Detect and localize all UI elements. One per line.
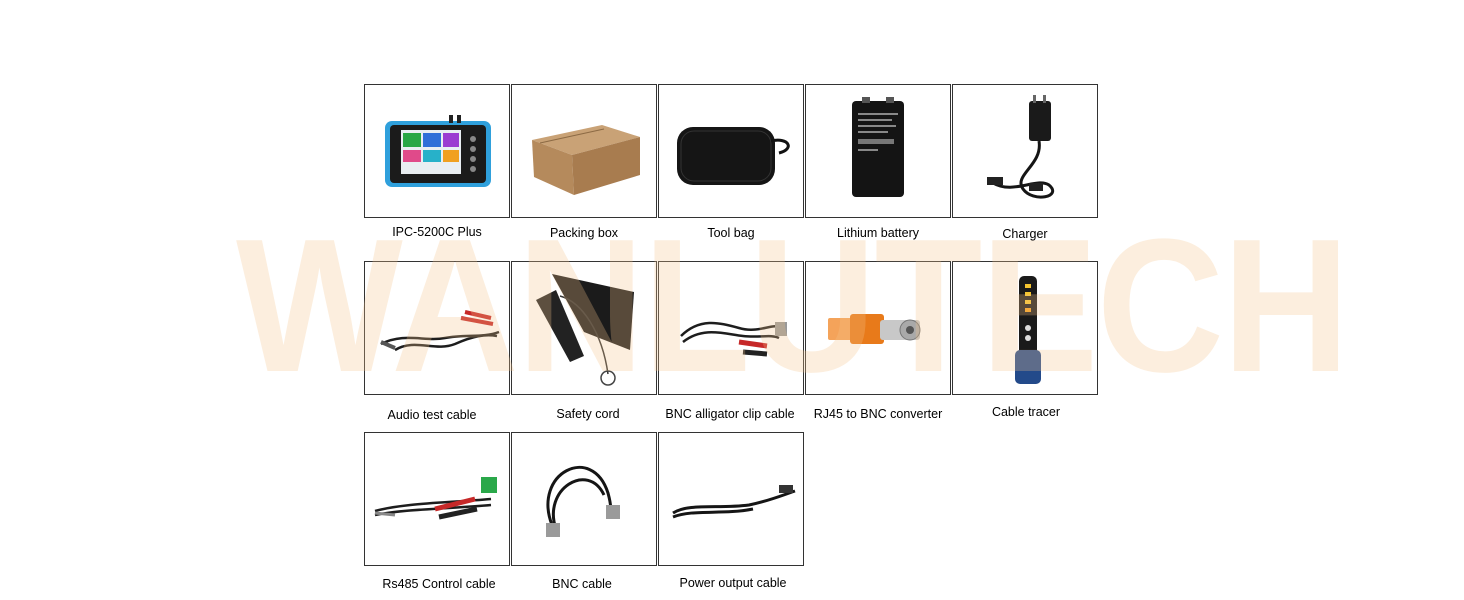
rj45-bnc-converter-icon (828, 314, 921, 344)
cable-tracer-icon (1015, 276, 1041, 384)
lithium-battery-cell[interactable] (805, 84, 951, 218)
power-output-cable-cell[interactable] (658, 432, 804, 566)
audio-test-cable-cell[interactable] (364, 261, 510, 395)
rs485-cable-icon (374, 477, 497, 520)
charger-icon (987, 95, 1055, 199)
item-label: Tool bag (707, 226, 755, 240)
rj45-bnc-cell[interactable] (805, 261, 951, 395)
battery-icon (852, 97, 904, 197)
item-label: Lithium battery (837, 226, 919, 240)
safety-cord-cell[interactable] (511, 261, 657, 395)
packing-box-cell[interactable] (511, 84, 657, 218)
item-label: Safety cord (556, 407, 620, 421)
bnc-cable-cell[interactable] (511, 432, 657, 566)
charger-cell[interactable] (952, 84, 1098, 218)
tool-bag-icon (677, 127, 790, 185)
power-cable-icon (672, 485, 796, 519)
item-label: Cable tracer (991, 405, 1061, 419)
item-label: Charger (1002, 227, 1048, 241)
item-label: Power output cable (679, 576, 787, 590)
bnc-cable-icon (546, 465, 620, 537)
item-label: RJ45 to BNC converter (813, 407, 943, 421)
rs485-cable-cell[interactable] (364, 432, 510, 566)
item-label: BNC cable (552, 577, 612, 591)
tester-device-cell[interactable] (364, 84, 510, 218)
tool-bag-cell[interactable] (658, 84, 804, 218)
item-label: IPC-5200C Plus (392, 225, 482, 239)
audio-cable-icon (380, 310, 500, 352)
cardboard-box-icon (532, 125, 640, 195)
item-label: BNC alligator clip cable (665, 407, 795, 421)
bnc-clip-cable-icon (680, 321, 787, 357)
tester-device-icon (385, 115, 491, 187)
bnc-alligator-cell[interactable] (658, 261, 804, 395)
safety-cord-icon (536, 274, 634, 386)
cable-tracer-cell[interactable] (952, 261, 1098, 395)
item-label: Rs485 Control cable (382, 577, 496, 591)
item-label: Packing box (549, 226, 619, 240)
item-label: Audio test cable (387, 408, 477, 422)
